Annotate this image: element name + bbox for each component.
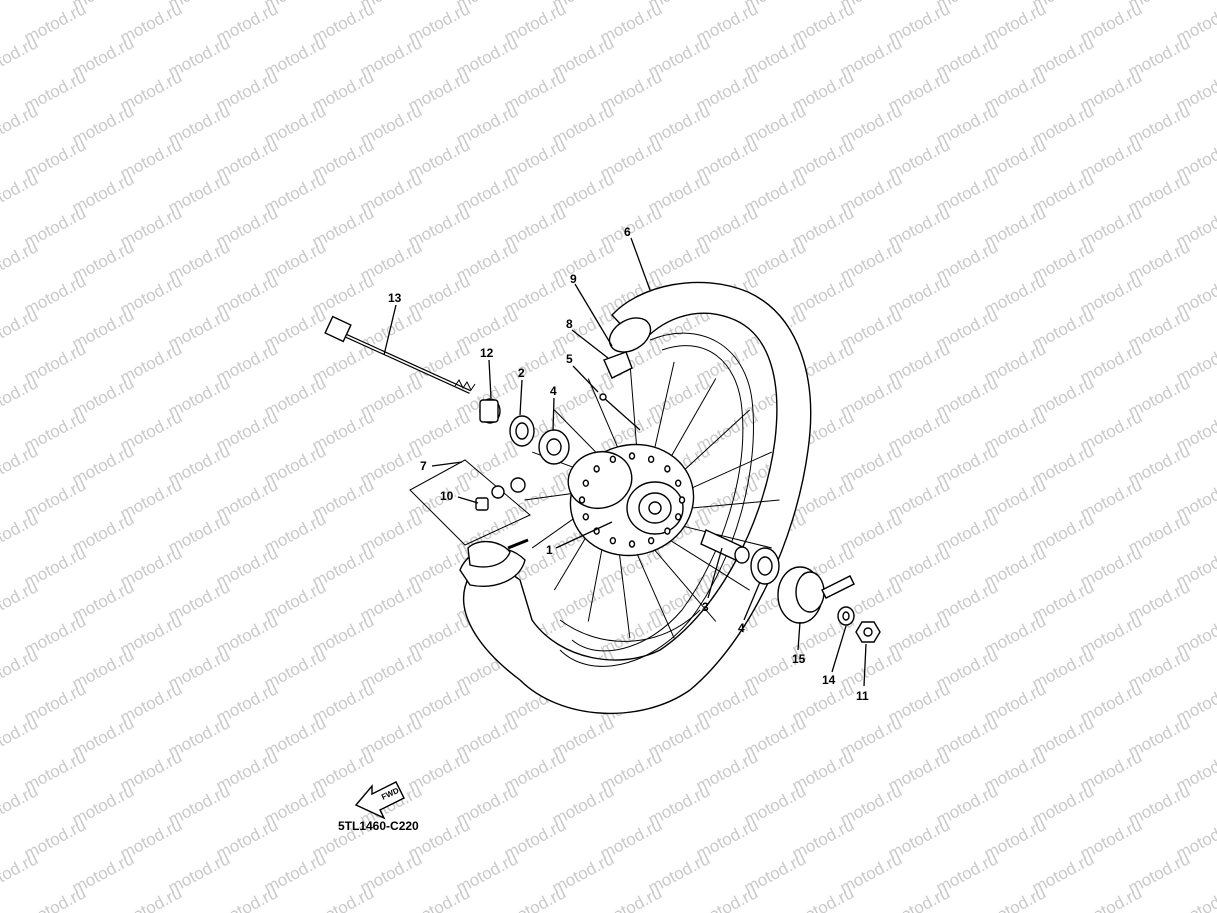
flange-hole: [647, 455, 655, 464]
flange-hole: [609, 455, 617, 464]
callout-1: 1: [546, 543, 553, 557]
flange-hole: [674, 513, 682, 521]
callout-12: 13: [388, 291, 402, 305]
flange-hole: [593, 465, 600, 473]
callout-3: 2: [518, 366, 525, 380]
flange-hole: [674, 479, 682, 487]
callout-5: 5: [566, 352, 573, 366]
callout-11: 12: [480, 346, 494, 360]
watermark-text: motod.ru: [0, 373, 41, 421]
watermark-text: motod.ru: [0, 0, 41, 14]
diagram-code: 5TL1460-C220: [338, 819, 419, 833]
fwd-arrow: FWD: [354, 781, 405, 820]
flange-hole: [578, 496, 586, 504]
callout-4-right: 4: [738, 621, 745, 635]
washer-14-hole: [842, 611, 850, 621]
watermark-text: motod.ru: [1173, 883, 1217, 913]
watermark-text: motod.ru: [0, 169, 41, 217]
bearing-4-right: [750, 547, 780, 585]
watermark-text: motod.ru: [0, 849, 41, 897]
rim-band-8: [603, 351, 633, 379]
watermark-text: motod.ru: [0, 713, 41, 761]
watermark-text: motod.ru: [693, 883, 761, 913]
flange-hole: [628, 540, 636, 548]
callout-10: 10: [440, 489, 454, 503]
flange-hole: [678, 496, 686, 504]
watermark-text: motod.ru: [981, 883, 1049, 913]
hub: [567, 443, 695, 557]
hub-flange-holes: [578, 452, 686, 548]
valve-5: [599, 393, 641, 431]
callout-13: 11: [856, 689, 869, 703]
watermark-text: motod.ru: [0, 101, 41, 149]
watermark-text: motod.ru: [1077, 883, 1145, 913]
callout-14: 14: [822, 673, 836, 687]
watermark-text: motod.ru: [0, 781, 41, 829]
watermark-text: motod.ru: [0, 33, 41, 81]
watermark-text: motod.ru: [789, 883, 857, 913]
flange-hole: [647, 536, 655, 545]
callout-8: 8: [566, 317, 573, 331]
tube-7: [409, 459, 531, 568]
spacer-2: [700, 529, 750, 564]
watermark-text: motod.ru: [597, 883, 665, 913]
watermark-text: motod.ru: [21, 883, 89, 913]
collar-11-body: [479, 399, 499, 423]
callout-layer: 13 12 2 4 5 8 9 6 7 10 1 3 4 15 14 11: [383, 225, 869, 703]
flange-hole: [582, 513, 590, 521]
bearing-4-left: [538, 429, 570, 465]
collar-15: [777, 566, 855, 624]
flange-hole: [609, 536, 617, 545]
callout-9: 9: [570, 272, 577, 286]
watermark-text: motod.ru: [501, 883, 569, 913]
bearing-3: [509, 415, 535, 447]
watermark-text: motod.ru: [885, 883, 953, 913]
watermark-text: motod.ru: [309, 883, 377, 913]
valve-cap-10: [475, 497, 489, 511]
flange-hole: [664, 465, 671, 473]
flange-hole: [582, 479, 590, 487]
watermark-text: motod.ru: [213, 883, 281, 913]
watermark-text: motod.ru: [0, 305, 41, 353]
callout-4-left: 4: [550, 384, 557, 398]
callout-7: 7: [420, 459, 427, 473]
axle: [324, 315, 476, 394]
watermark-text: motod.ru: [0, 509, 41, 557]
watermark-text: motod.ru: [405, 883, 473, 913]
callout-2: 3: [702, 600, 709, 614]
watermark-text: motod.ru: [117, 883, 185, 913]
flange-hole: [664, 527, 671, 535]
watermark-text: motod.ru: [0, 577, 41, 625]
watermark-text: motod.ru: [0, 237, 41, 285]
watermark-text: motod.ru: [0, 441, 41, 489]
watermark-text: motod.ru: [0, 645, 41, 693]
callout-6: 6: [624, 225, 631, 239]
flange-hole: [628, 452, 636, 460]
nut-13: [855, 621, 881, 643]
callout-15: 15: [792, 652, 806, 666]
